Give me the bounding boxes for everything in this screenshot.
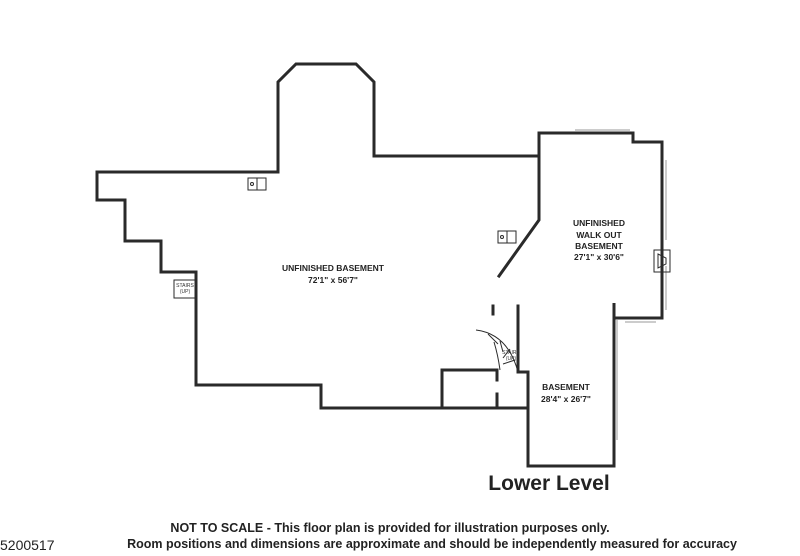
fireplace-hearth — [657, 253, 667, 269]
room-name-walkout-line1: UNFINISHED — [573, 218, 625, 228]
curved-stair-inner — [493, 341, 501, 371]
room-name-walkout-line2: WALK OUT — [576, 230, 622, 240]
room-dims-unfinished-basement: 72'1" x 56'7" — [308, 275, 358, 285]
stairs-box-left — [173, 279, 197, 299]
disclaimer-line-2: Room positions and dimensions are approx… — [127, 537, 737, 551]
stairs-label-curved-line1: STAIRS — [502, 350, 520, 356]
room-dims-walkout: 27'1" x 30'6" — [574, 252, 624, 262]
room-name-walkout-line3: BASEMENT — [575, 241, 624, 251]
listing-id: 5200517 — [0, 537, 55, 553]
room-dims-basement: 28'4" x 26'7" — [541, 394, 591, 404]
interior-wall-diagonal — [496, 154, 541, 279]
room-name-basement: BASEMENT — [542, 382, 591, 392]
interior-wall-basement — [516, 370, 530, 410]
curved-stair-outer — [475, 329, 519, 373]
interior-wall-closet — [440, 368, 499, 410]
stairs-label-curved-line2: (UP) — [506, 356, 517, 362]
room-name-unfinished-basement: UNFINISHED BASEMENT — [282, 263, 385, 273]
exterior-wall — [95, 62, 664, 468]
level-title: Lower Level — [488, 472, 610, 495]
stairs-label-left-line2: (UP) — [180, 289, 191, 295]
sink-fixture-1 — [247, 177, 267, 191]
sink-fixture-2 — [497, 230, 517, 244]
curved-stair-treads — [487, 333, 516, 365]
disclaimer-line-1: NOT TO SCALE - This floor plan is provid… — [170, 521, 610, 535]
fireplace — [653, 249, 671, 273]
stairs-label-left-line1: STAIRS — [176, 283, 194, 289]
